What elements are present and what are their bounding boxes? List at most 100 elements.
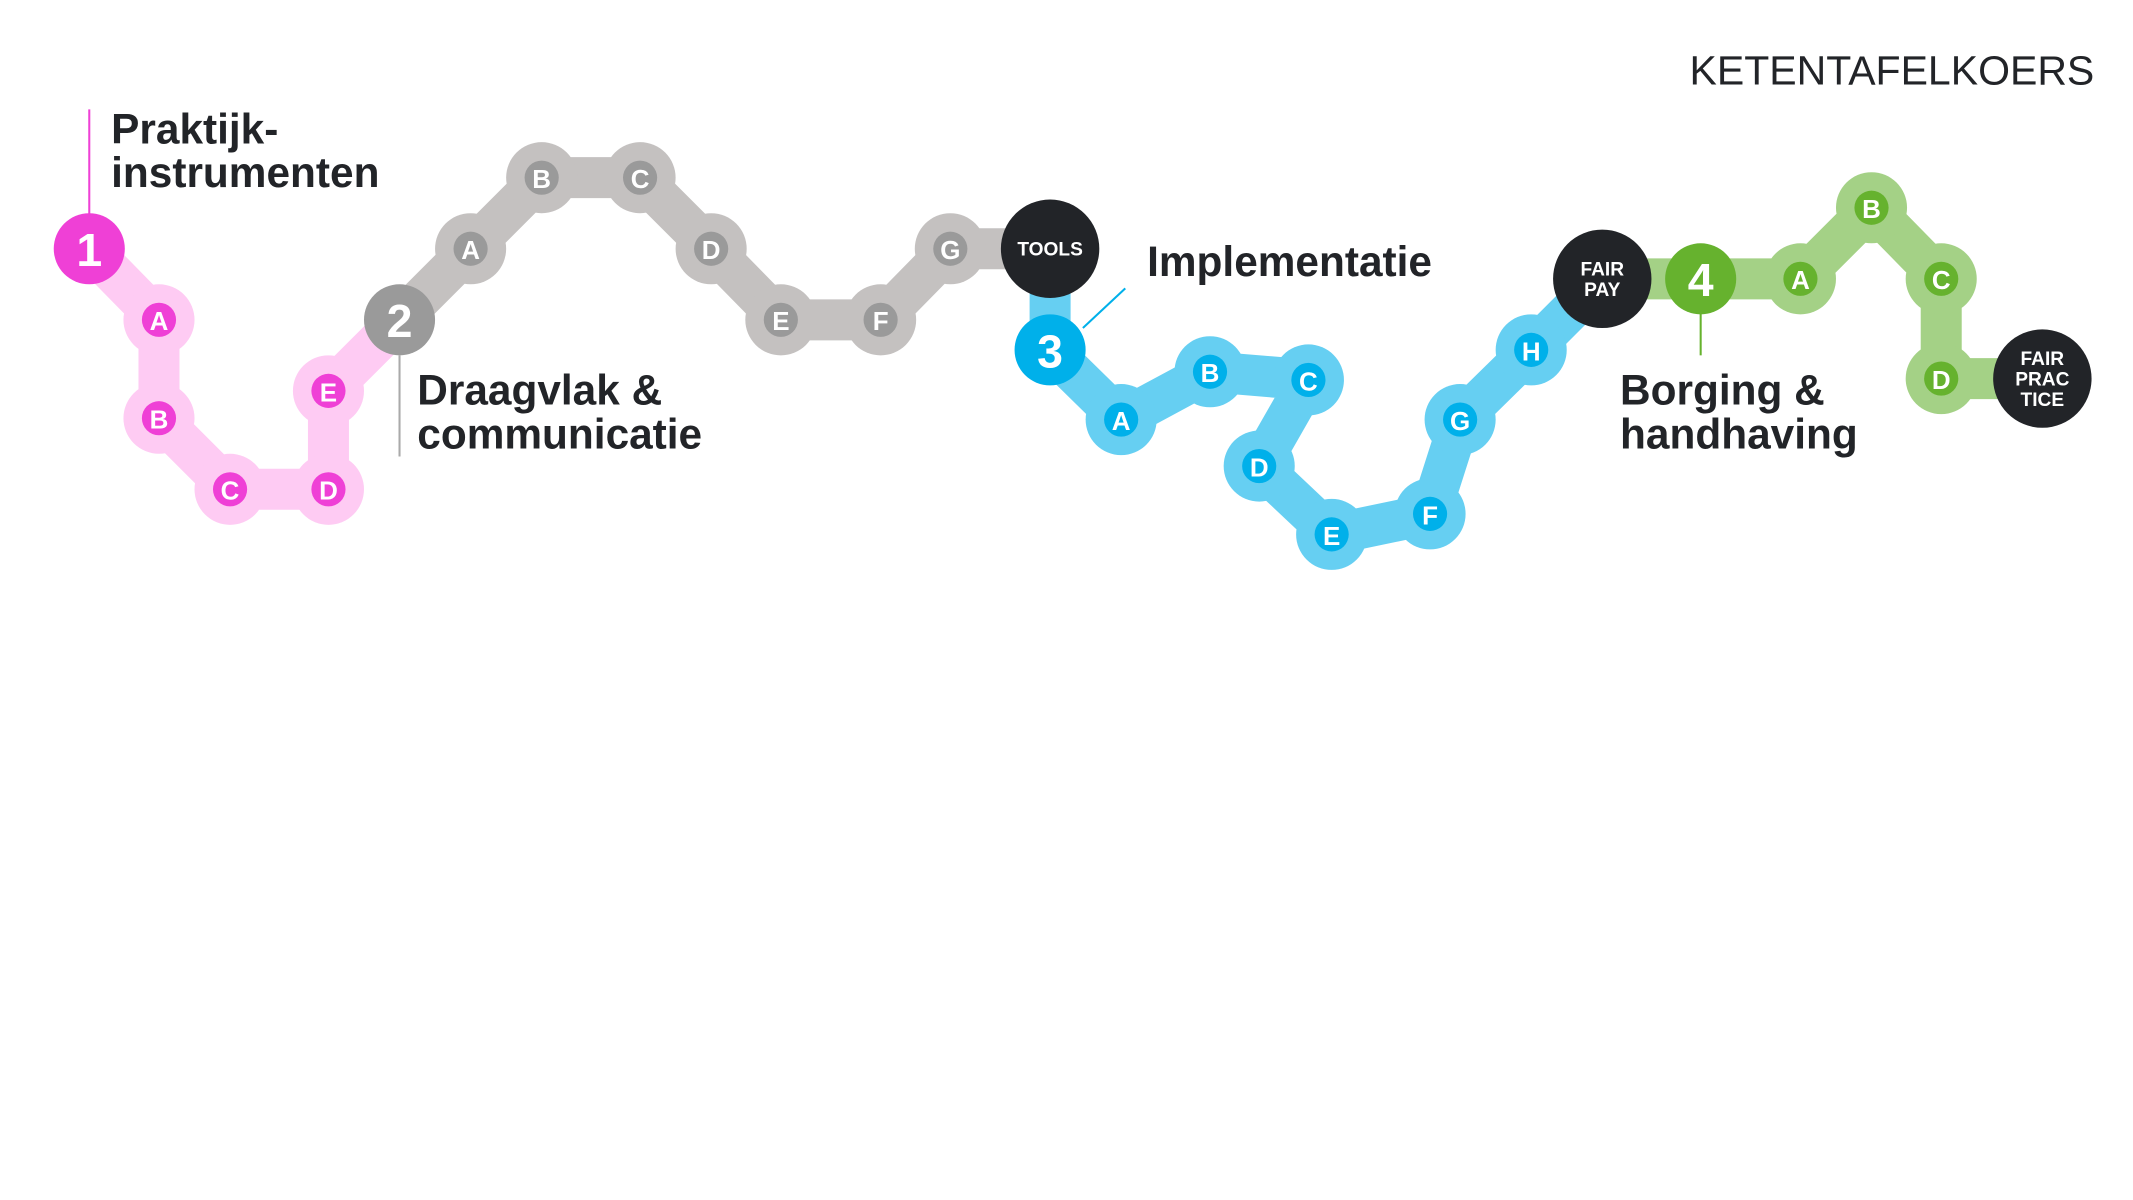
step-dot [524, 160, 559, 195]
phase-1-step-a[interactable]: A [141, 302, 177, 337]
phase-3-step-f[interactable]: F [1412, 496, 1448, 531]
step-dot [1412, 496, 1448, 531]
phase-1-marker[interactable]: 1 [53, 213, 125, 285]
phase-circle [1014, 314, 1086, 386]
phase-1-step-e[interactable]: E [311, 373, 346, 408]
milestone-tools[interactable]: TOOLS [1000, 199, 1100, 298]
step-dot [1242, 448, 1277, 484]
step-letter: F [1422, 500, 1438, 530]
step-dot [863, 302, 898, 337]
phase-1-step-b[interactable]: B [141, 401, 177, 436]
step-dot [311, 472, 346, 507]
step-dot [1291, 362, 1326, 398]
step-dot [1104, 402, 1139, 437]
step-letter: D [702, 235, 721, 265]
step-letter: A [1112, 406, 1131, 436]
step-letter: D [1250, 452, 1269, 482]
step-dot [694, 231, 729, 266]
step-letter: C [631, 164, 650, 194]
page-title: KETENTAFELKOERS [1690, 48, 2095, 94]
phase-2-step-f[interactable]: F [863, 302, 898, 337]
phase-2-label-line-1: Draagvlak & [417, 367, 662, 414]
milestone-circle [1553, 229, 1652, 329]
step-letter: C [1932, 265, 1951, 295]
step-letter: F [873, 306, 889, 336]
phase-2-step-d[interactable]: D [694, 231, 729, 266]
step-letter: A [150, 306, 169, 336]
phase-number: 1 [76, 224, 102, 276]
phase-2-step-b[interactable]: B [524, 160, 559, 195]
phase-3-step-e[interactable]: E [1314, 517, 1349, 552]
step-letter: D [1932, 365, 1951, 395]
step-letter: C [221, 476, 240, 506]
phase-4-step-c[interactable]: C [1924, 261, 1959, 296]
step-dot [763, 302, 798, 337]
milestone-label-line: TOOLS [1017, 240, 1083, 261]
phase-3-step-d[interactable]: D [1242, 448, 1277, 484]
step-dot [1314, 517, 1349, 552]
phase-2-step-e[interactable]: E [763, 302, 798, 337]
phase-4-step-d[interactable]: D [1924, 361, 1959, 396]
step-dot [453, 231, 488, 266]
phase-circle [1665, 243, 1737, 315]
phase-2-label-line-2: communicatie [417, 410, 702, 457]
step-letter: E [320, 377, 337, 407]
phase-3-step-a[interactable]: A [1104, 402, 1139, 437]
milestone-label-line: PAY [1584, 280, 1620, 301]
step-dot [141, 401, 177, 436]
step-letter: A [1791, 265, 1810, 295]
phase-3-marker[interactable]: 3 [1014, 314, 1086, 386]
phase-3-step-c[interactable]: C [1291, 362, 1326, 398]
step-dot [311, 373, 346, 408]
phase-3-step-b[interactable]: B [1192, 354, 1228, 389]
step-dot [1514, 332, 1549, 367]
milestone-label-line: FAIR [2021, 349, 2065, 370]
step-letter: B [532, 164, 551, 194]
phase-1-step-c[interactable]: C [212, 472, 248, 507]
phase-2-step-c[interactable]: C [622, 160, 658, 195]
step-dot [1192, 354, 1228, 389]
phase-number: 2 [387, 295, 413, 347]
step-dot [933, 231, 968, 266]
phase-3-step-g[interactable]: G [1443, 402, 1478, 437]
step-letter: G [1450, 406, 1470, 436]
step-dot [1924, 361, 1959, 396]
step-dot [141, 302, 177, 337]
phase-2-marker[interactable]: 2 [363, 284, 436, 356]
step-dot [1783, 261, 1818, 296]
milestone-label-line: PRAC [2015, 369, 2069, 390]
step-letter: D [319, 476, 338, 506]
step-letter: C [1299, 366, 1318, 396]
phase-2-step-a[interactable]: A [453, 231, 488, 266]
step-letter: H [1522, 336, 1541, 366]
step-dot [212, 472, 248, 507]
step-letter: E [1323, 521, 1340, 551]
phase-3-leader-line [1082, 287, 1126, 329]
milestone-label-line: FAIR [1580, 259, 1624, 280]
milestone-circle [1000, 199, 1100, 298]
phase-number: 4 [1688, 254, 1714, 306]
phase-1-label-line-1: Praktijk- [111, 106, 278, 153]
phase-3-step-h[interactable]: H [1514, 332, 1549, 367]
phase-1-step-d[interactable]: D [311, 472, 346, 507]
step-dot [1854, 190, 1889, 225]
step-dot [622, 160, 658, 195]
phase-4-step-b[interactable]: B [1854, 190, 1889, 225]
phase-4-label-line-2: handhaving [1620, 410, 1858, 457]
step-dot [1924, 261, 1959, 296]
milestone-circle [1993, 329, 2092, 428]
step-letter: G [940, 235, 960, 265]
step-letter: B [1862, 194, 1881, 224]
step-letter: B [150, 405, 169, 435]
phase-4-step-a[interactable]: A [1783, 261, 1818, 296]
step-letter: E [772, 306, 789, 336]
phase-circle [363, 284, 436, 356]
phase-1-label-line-2: instrumenten [111, 149, 379, 196]
phase-4-marker[interactable]: 4 [1665, 243, 1737, 315]
phase-2-step-g[interactable]: G [933, 231, 968, 266]
step-letter: A [461, 235, 480, 265]
